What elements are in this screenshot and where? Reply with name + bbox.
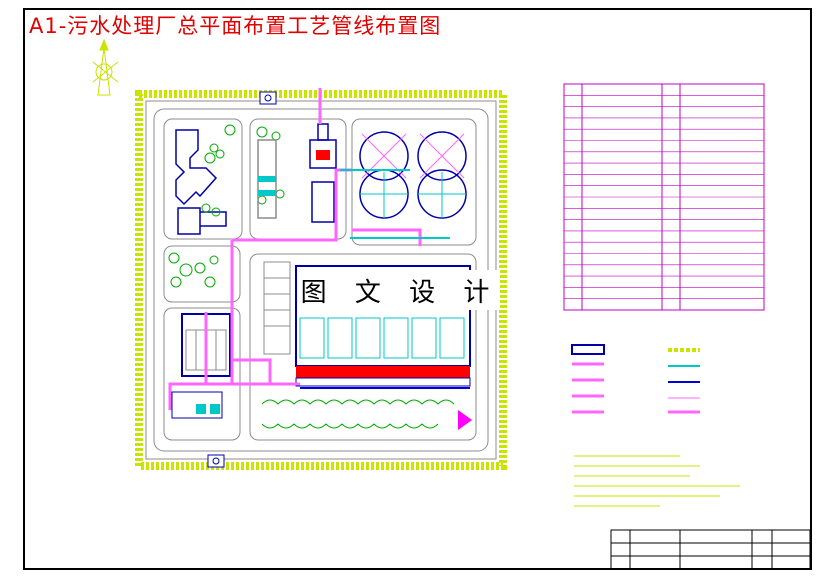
compass-rose-icon <box>92 38 119 96</box>
green-belt <box>261 399 472 430</box>
gate-north <box>259 91 277 105</box>
title-block <box>610 529 811 570</box>
pipelines <box>168 88 470 410</box>
watermark: 图 文 设 计 <box>300 270 500 310</box>
notes-block <box>574 455 740 507</box>
bio-tank-left <box>171 313 231 419</box>
admin-building <box>175 129 227 235</box>
drawing-frame <box>23 8 812 570</box>
main-process-block <box>263 261 471 387</box>
equipment-table-rows <box>564 95 764 300</box>
pretreatment-unit <box>257 123 337 223</box>
gate-south <box>207 454 225 468</box>
tree-cluster-icon <box>168 124 285 288</box>
secondary-clarifiers <box>359 131 467 219</box>
road-blocks <box>163 118 477 441</box>
pipe-legend <box>571 344 700 414</box>
drawing-title: A1-污水处理厂总平面布置工艺管线布置图 <box>29 14 442 38</box>
